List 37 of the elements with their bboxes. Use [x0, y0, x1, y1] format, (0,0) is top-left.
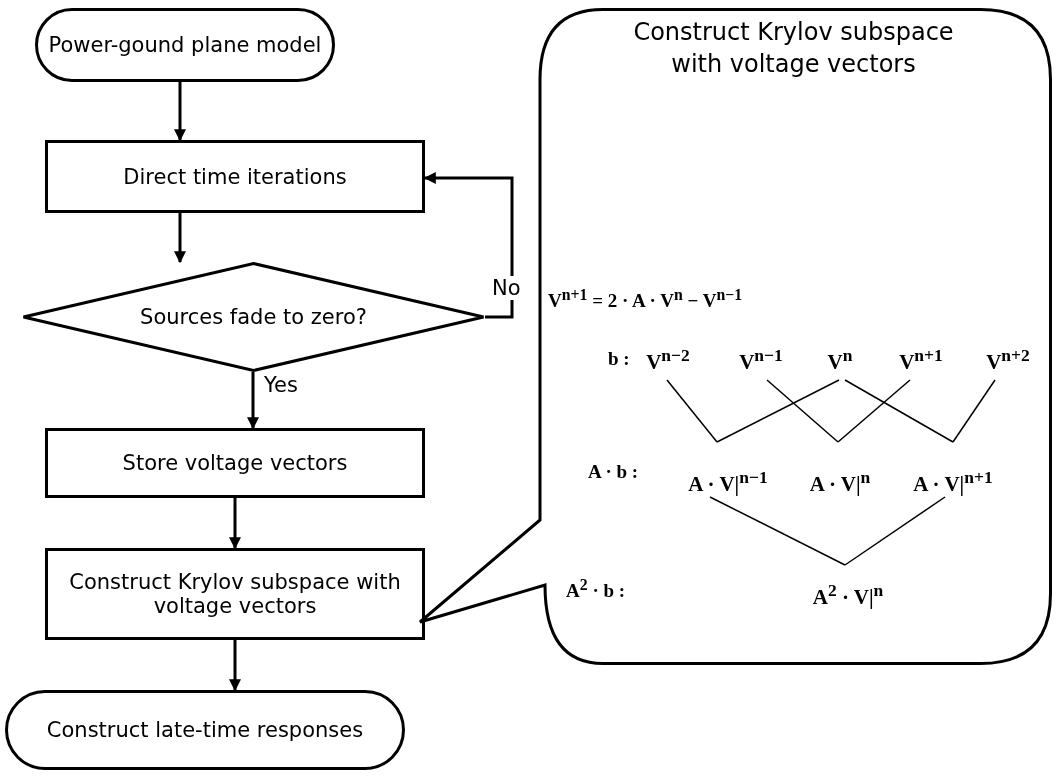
arrow [229, 498, 241, 550]
math-term: V$^{n+1}$ [899, 345, 943, 375]
math-term: V$^{n+2}$ [986, 345, 1030, 375]
step-text: Construct Krylov subspace with voltage vectors [68, 570, 402, 618]
math-term: V$^{n−1}$ [739, 345, 783, 375]
connector-line [716, 379, 840, 443]
math-term: A · V|$^{n}$ [809, 467, 871, 497]
arrow [423, 172, 514, 319]
math-term: V$^{n}$ [827, 345, 853, 375]
arrow [174, 213, 186, 264]
arrow [229, 640, 241, 692]
connector-line [766, 379, 839, 443]
math-term: A · V|$^{n+1}$ [913, 467, 993, 497]
math-term: A$^{2}$ · V|$^{n}$ [812, 580, 884, 610]
connector-line [709, 496, 846, 566]
step-text: Sources fade to zero? [139, 305, 368, 329]
process-box [45, 140, 425, 213]
step-text: Store voltage vectors [121, 451, 349, 475]
process-box [45, 548, 425, 640]
step-text: Construct late-time responses [46, 718, 364, 742]
math-term: V$^{n−2}$ [646, 345, 690, 375]
step-text: Direct time iterations [122, 164, 348, 189]
connector-line [666, 379, 718, 443]
connector-line [837, 379, 911, 443]
connector-line [952, 379, 996, 443]
row-label: A$^{2}$ · b : [566, 576, 626, 603]
callout-heading: Construct Krylov subspace with voltage vectors [632, 17, 955, 81]
step-text: Power-gound plane model [48, 33, 322, 57]
arrow [174, 82, 186, 142]
arrow [247, 372, 259, 430]
row-label: b : [608, 348, 630, 370]
math-term: A · V|$^{n−1}$ [688, 467, 768, 497]
recurrence-equation: V$^{n+1}$ = 2 · A · V$^{n}$ − V$^{n−1}$ [548, 286, 743, 313]
row-label: A · b : [588, 461, 639, 483]
process-box [45, 428, 425, 498]
connector-line [844, 496, 946, 566]
connector-line [844, 379, 954, 443]
